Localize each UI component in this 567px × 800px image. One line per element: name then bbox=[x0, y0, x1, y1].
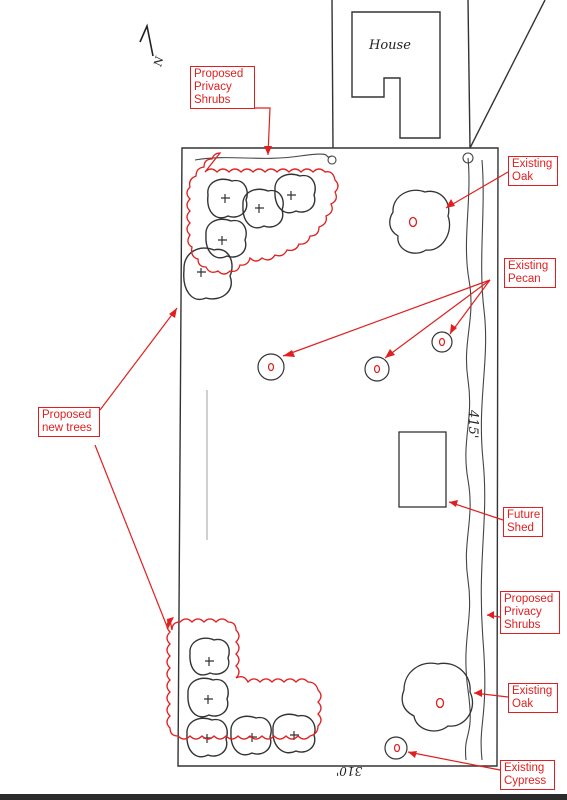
width-dimension-label: 310' bbox=[336, 764, 363, 778]
label-line: Proposed bbox=[194, 68, 244, 80]
house-outline bbox=[331, 0, 546, 149]
label-proposed-privacy-shrubs-right: Proposed Privacy Shrubs bbox=[500, 591, 560, 634]
label-line: Existing bbox=[512, 158, 553, 170]
existing-pecan-tree-1 bbox=[257, 353, 285, 381]
leader-future-shed bbox=[448, 501, 504, 521]
label-line: Oak bbox=[512, 171, 534, 183]
proposed-shrub-scallop-bottom-left bbox=[166, 618, 322, 740]
label-line: Pecan bbox=[508, 273, 541, 285]
leader-privacy-shrubs-top bbox=[255, 107, 271, 156]
label-existing-oak-bottom: Existing Oak bbox=[508, 683, 558, 713]
label-line: Proposed bbox=[504, 593, 554, 605]
proposed-trees-top-left bbox=[183, 173, 316, 301]
label-line: new trees bbox=[42, 422, 92, 434]
label-line: Shed bbox=[507, 522, 534, 534]
bottom-edge-bar bbox=[0, 794, 567, 800]
top-privacy-shrub-line bbox=[194, 153, 337, 165]
label-line: Cypress bbox=[504, 775, 547, 787]
label-line: Oak bbox=[512, 698, 534, 710]
right-privacy-shrub-line bbox=[462, 152, 487, 761]
leader-new-trees-top bbox=[99, 307, 178, 411]
future-shed-outline bbox=[398, 431, 447, 508]
leader-pecan-2 bbox=[384, 279, 491, 359]
label-line: Future bbox=[507, 509, 541, 521]
existing-oak-bottom-tree bbox=[401, 662, 474, 732]
label-future-shed: Future Shed bbox=[503, 507, 543, 537]
label-line: Shrubs bbox=[194, 94, 231, 106]
label-proposed-privacy-shrubs-top: Proposed Privacy Shrubs bbox=[190, 66, 255, 109]
label-existing-oak-top: Existing Oak bbox=[508, 156, 558, 186]
label-proposed-new-trees: Proposed new trees bbox=[38, 407, 100, 437]
leader-new-trees-bottom bbox=[94, 444, 169, 630]
label-line: Privacy bbox=[504, 606, 542, 618]
leader-pecan-1 bbox=[282, 279, 491, 357]
label-existing-pecan: Existing Pecan bbox=[504, 258, 556, 288]
existing-pecan-tree-2 bbox=[364, 356, 390, 382]
existing-cypress-tree bbox=[384, 736, 408, 760]
property-boundary bbox=[177, 147, 499, 767]
label-line: Existing bbox=[508, 260, 549, 272]
label-line: Privacy bbox=[194, 81, 232, 93]
existing-oak-top-tree bbox=[389, 189, 451, 254]
house-label: House bbox=[369, 38, 411, 53]
existing-pecan-tree-3 bbox=[431, 331, 453, 353]
label-existing-cypress: Existing Cypress bbox=[500, 760, 555, 790]
leader-pecan-3 bbox=[449, 279, 491, 335]
proposed-shrub-scallop-top-left bbox=[186, 152, 339, 275]
label-line: Shrubs bbox=[504, 619, 541, 631]
annotation-arrowheads bbox=[167, 146, 494, 758]
label-line: Existing bbox=[504, 762, 545, 774]
label-line: Proposed bbox=[42, 409, 92, 421]
annotation-leader-lines bbox=[94, 107, 509, 771]
leader-oak-top bbox=[445, 171, 509, 209]
north-arrow bbox=[139, 23, 154, 57]
label-line: Existing bbox=[512, 685, 553, 697]
length-dimension-label: 415' bbox=[465, 410, 480, 439]
leader-cypress bbox=[407, 751, 501, 771]
